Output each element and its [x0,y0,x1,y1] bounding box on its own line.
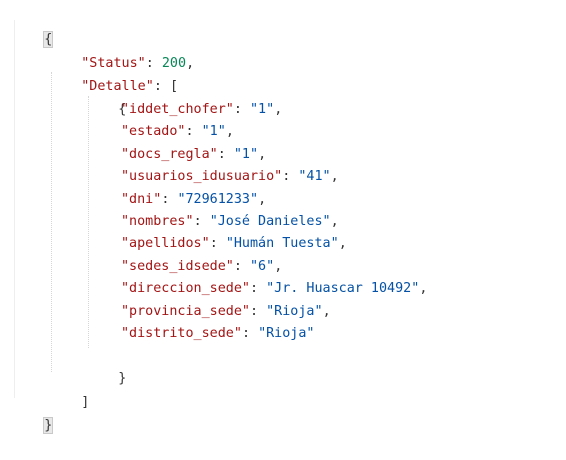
field-value: "Humán Tuesta" [225,236,339,252]
json-line-field: "provincia_sede": "Rioja", [121,301,331,324]
colon: : [250,281,267,297]
json-line-close-array: ] [49,369,89,410]
json-line-field: "direccion_sede": "Jr. Huascar 10492", [121,278,427,301]
field-key: "estado" [121,124,186,140]
array-open-bracket[interactable]: [ [169,78,178,94]
trailing-comma: , [419,281,428,297]
trailing-comma: , [274,258,283,274]
json-line-close-object: } [86,345,126,386]
field-value: "1" [201,124,226,140]
json-line-field: "dni": "72961233", [121,189,266,212]
detalle-key: "Detalle" [81,78,154,94]
colon: : [233,258,250,274]
field-value: "41" [298,169,331,185]
field-value: "Rioja" [266,303,323,319]
field-value: "Jr. Huascar 10492" [266,281,420,297]
json-line-field: "docs_regla": "1", [121,144,266,167]
field-value: "Rioja" [258,326,315,341]
colon: : [185,124,202,140]
trailing-comma: , [322,303,331,319]
indent-guide-object [88,96,89,348]
object-open-brace[interactable]: { [118,101,127,117]
json-line-field: "iddet_chofer": "1", [121,99,282,122]
trailing-comma: , [274,102,283,117]
colon: : [233,102,250,117]
field-key: "direccion_sede" [121,281,250,297]
root-open-brace[interactable]: { [43,30,54,48]
json-line-field: "distrito_sede": "Rioja" [121,323,315,346]
colon: : [153,78,170,94]
json-line-field: "estado": "1", [121,121,234,144]
colon: : [241,326,259,341]
trailing-comma: , [330,214,339,229]
json-line-detalle: "Detalle": [ [49,53,178,94]
json-line-open-object: { [86,76,126,117]
array-close-bracket[interactable]: ] [81,394,90,410]
colon: : [282,169,299,185]
trailing-comma: , [338,236,347,252]
json-viewer: { "Status": 200, "Detalle": [ { "iddet_c… [12,6,427,434]
field-value: "6" [250,258,275,274]
colon: : [193,214,210,229]
json-line-open-root: { [12,6,54,48]
object-close-brace[interactable]: } [118,370,127,386]
field-value: "José Danieles" [209,214,331,229]
field-key: "dni" [121,191,162,207]
root-close-brace[interactable]: } [43,416,54,434]
colon: : [217,146,234,162]
json-line-field: "apellidos": "Humán Tuesta", [121,233,347,256]
colon: : [161,191,178,207]
field-key: "docs_regla" [121,146,218,162]
status-key: "Status" [81,55,146,71]
field-key: "apellidos" [121,236,210,252]
indent-guide-array [51,72,52,372]
json-line-field: "usuarios_idusuario": "41", [121,166,339,189]
field-key: "iddet_chofer" [121,102,234,117]
gutter-guide [14,20,15,398]
json-line-close-root: } [12,392,54,434]
colon: : [145,55,162,71]
field-value: "72961233" [177,191,259,207]
json-line-field: "sedes_idsede": "6", [121,256,282,279]
field-key: "nombres" [121,214,194,229]
field-key: "provincia_sede" [121,303,250,319]
field-key: "distrito_sede" [121,326,242,341]
trailing-comma: , [330,169,339,185]
colon: : [209,236,226,252]
status-value: 200 [161,55,187,71]
field-key: "sedes_idsede" [121,258,234,274]
json-line-field: "nombres": "José Danieles", [121,211,339,234]
field-value: "1" [250,102,275,117]
field-value: "1" [233,146,259,162]
comma: , [186,55,195,71]
json-line-status: "Status": 200, [49,30,194,71]
field-key: "usuarios_idusuario" [121,169,283,185]
colon: : [250,303,267,319]
trailing-comma: , [258,146,267,162]
trailing-comma: , [258,191,267,207]
trailing-comma: , [225,124,234,140]
